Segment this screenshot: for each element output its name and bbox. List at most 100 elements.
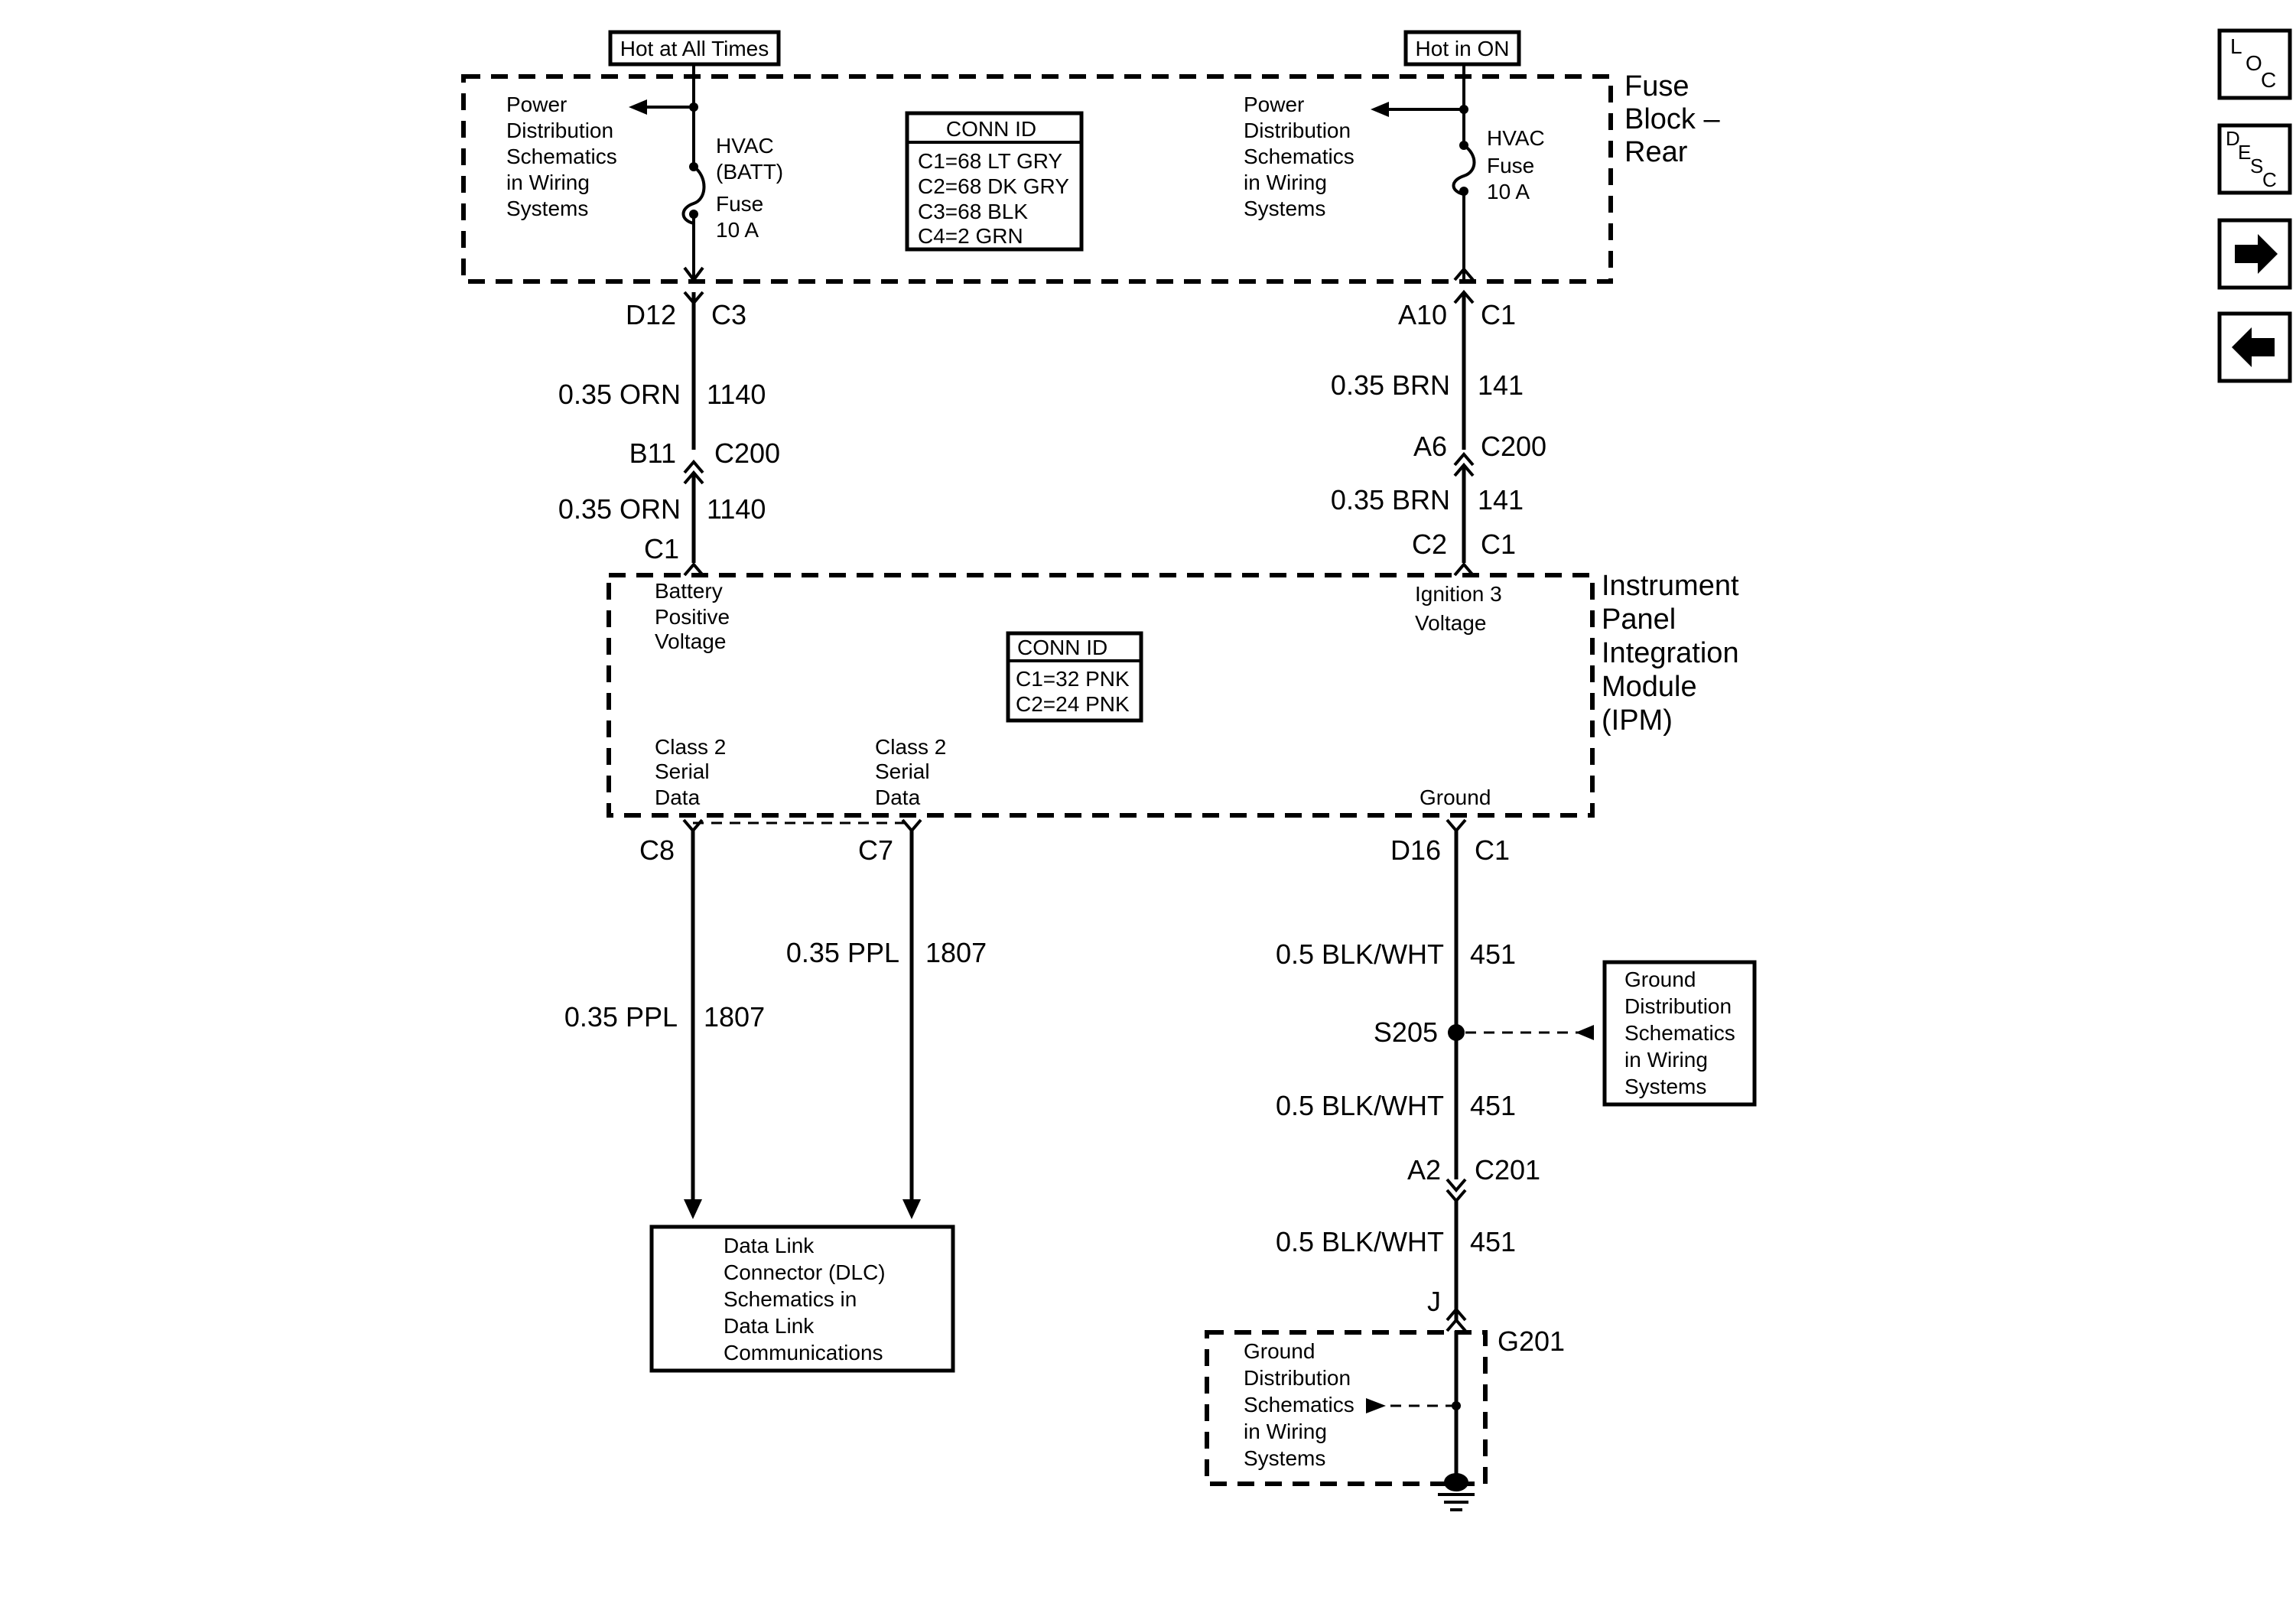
- ground-ref-bottom-line3: Schematics: [1244, 1393, 1355, 1416]
- fuse-block-name-1: Fuse: [1624, 70, 1689, 102]
- fuse-conn-id-c2: C2=68 DK GRY: [918, 174, 1069, 198]
- c7-chevron: [901, 818, 922, 834]
- ipm-battery-line2: Positive: [655, 605, 730, 629]
- desc-button[interactable]: D E S C: [2217, 123, 2292, 195]
- ipm-class2-a-line2: Serial: [655, 759, 710, 783]
- right-wire2-circuit: 141: [1478, 484, 1524, 516]
- loc-letter-l: L: [2230, 34, 2242, 58]
- dlc-line2: Connector (DLC): [724, 1260, 886, 1284]
- left-fuse-line1: HVAC: [716, 134, 774, 158]
- ipm-class2-b-line3: Data: [875, 785, 921, 809]
- ipm-class2-a-line1: Class 2: [655, 735, 726, 759]
- ground-symbol-icon: [1438, 1473, 1475, 1511]
- fuse-conn-id-c3: C3=68 BLK: [918, 200, 1028, 223]
- loc-letter-o: O: [2246, 51, 2262, 75]
- right-power-ref-line4: in Wiring: [1244, 171, 1327, 194]
- dlc-line3: Schematics in: [724, 1287, 857, 1311]
- left-conn-mid: C200: [714, 437, 780, 469]
- ground-ref-line4: in Wiring: [1624, 1048, 1708, 1072]
- ground-ref-line3: Schematics: [1624, 1021, 1735, 1045]
- right-power-ref-line3: Schematics: [1244, 145, 1355, 168]
- c201-upper-chevron: [1446, 1178, 1467, 1193]
- ipm-conn-id-box: [1006, 631, 1143, 723]
- ipm-outline: [607, 573, 1595, 818]
- arrow-right-icon: [2235, 234, 2278, 274]
- loc-button[interactable]: L O C: [2217, 28, 2292, 100]
- ground-wire2-circuit: 451: [1470, 1090, 1516, 1121]
- right-fuse-text: HVAC Fuse 10 A: [1487, 126, 1545, 203]
- ipm-ignition-line2: Voltage: [1415, 611, 1486, 635]
- right-fuse-line3: 10 A: [1487, 180, 1530, 203]
- hot-in-on-label: Hot in ON: [1416, 37, 1510, 60]
- data-wire-a-color: 0.35 PPL: [564, 1001, 678, 1033]
- dlc-text: Data Link Connector (DLC) Schematics in …: [724, 1234, 886, 1364]
- right-pin-top: A10: [1398, 299, 1447, 330]
- desc-letter-d: D: [2226, 127, 2240, 150]
- right-conn-mid: C200: [1481, 431, 1546, 462]
- ground-wire1-circuit: 451: [1470, 938, 1516, 970]
- arrow-left-icon: [2232, 327, 2275, 367]
- left-power-ref-line1: Power: [506, 93, 567, 116]
- left-power-ref-text: Power Distribution Schematics in Wiring …: [506, 93, 617, 220]
- ground-ref-bottom-line4: in Wiring: [1244, 1420, 1327, 1443]
- desc-letter-e: E: [2238, 141, 2251, 164]
- ground-ref-line2: Distribution: [1624, 994, 1732, 1018]
- ipm-class2-a-text: Class 2 Serial Data: [655, 735, 726, 809]
- desc-letter-c: C: [2262, 168, 2277, 191]
- s205-splice-dot: [1448, 1024, 1465, 1041]
- c8-chevron: [682, 818, 704, 834]
- left-power-ref-line2: Distribution: [506, 119, 613, 142]
- data-wire-b-arrow: [902, 1199, 921, 1219]
- right-fuse-line2: Fuse: [1487, 154, 1534, 177]
- g201-ref-arrow: [1366, 1398, 1386, 1413]
- ipm-battery-line3: Voltage: [655, 629, 726, 653]
- ground-ref-box: [1602, 960, 1757, 1107]
- left-wire2-color: 0.35 ORN: [558, 493, 681, 525]
- right-fuse-out-chevron: [1453, 266, 1475, 281]
- left-wire1-circuit: 1140: [707, 379, 766, 410]
- ipm-class2-b-line1: Class 2: [875, 735, 946, 759]
- dlc-line4: Data Link: [724, 1314, 815, 1338]
- right-conn-top: C1: [1481, 299, 1516, 330]
- fuse-conn-id-c1: C1=68 LT GRY: [918, 149, 1062, 173]
- right-wire1-color: 0.35 BRN: [1331, 369, 1450, 401]
- left-power-ref-line3: Schematics: [506, 145, 617, 168]
- ground-wire1-color: 0.5 BLK/WHT: [1276, 938, 1444, 970]
- desc-letter-s: S: [2250, 154, 2263, 177]
- ipm-battery-line1: Battery: [655, 579, 723, 603]
- left-wire1-color: 0.35 ORN: [558, 379, 681, 410]
- ipm-class2-a-line3: Data: [655, 785, 701, 809]
- dlc-line1: Data Link: [724, 1234, 815, 1257]
- ipm-name-3: Integration: [1602, 637, 1739, 669]
- data-wire-b-color: 0.35 PPL: [786, 937, 899, 968]
- left-power-ref-line5: Systems: [506, 197, 588, 220]
- ground-conn-mid: C201: [1475, 1154, 1540, 1186]
- fuse-block-name-3: Rear: [1624, 136, 1688, 168]
- ipm-conn-id-c2: C2=24 PNK: [1016, 692, 1130, 716]
- fuse-conn-id-box: [905, 111, 1084, 252]
- ipm-class2-b-text: Class 2 Serial Data: [875, 735, 946, 809]
- right-conn-bottom: C1: [1481, 529, 1516, 560]
- ipm-ground-label: Ground: [1420, 785, 1491, 809]
- fuse-block-name-2: Block –: [1624, 103, 1720, 135]
- s205-ref-arrow: [1576, 1025, 1594, 1040]
- left-wire2-circuit: 1140: [707, 493, 766, 525]
- previous-button[interactable]: [2217, 311, 2292, 383]
- next-button[interactable]: [2217, 218, 2292, 290]
- hot-at-all-times-box: [608, 30, 781, 67]
- left-fuse-line3: Fuse: [716, 192, 763, 216]
- left-fuse-symbol: [681, 165, 706, 225]
- g201-ref-node: [1452, 1401, 1461, 1410]
- hot-at-all-times-label: Hot at All Times: [620, 37, 769, 60]
- s205-label: S205: [1374, 1016, 1438, 1048]
- left-pin-top: D12: [626, 299, 676, 330]
- ipm-ignition-line1: Ignition 3: [1415, 582, 1502, 606]
- left-fuse-line2: (BATT): [716, 160, 783, 184]
- ipm-conn-id-title: CONN ID: [1017, 636, 1107, 659]
- ipm-name-1: Instrument: [1602, 570, 1739, 602]
- left-conn-bottom: C1: [644, 533, 679, 564]
- ground-wire2-color: 0.5 BLK/WHT: [1276, 1090, 1444, 1121]
- ground-conn-top: C1: [1475, 834, 1510, 866]
- ipm-name-2: Panel: [1602, 603, 1676, 636]
